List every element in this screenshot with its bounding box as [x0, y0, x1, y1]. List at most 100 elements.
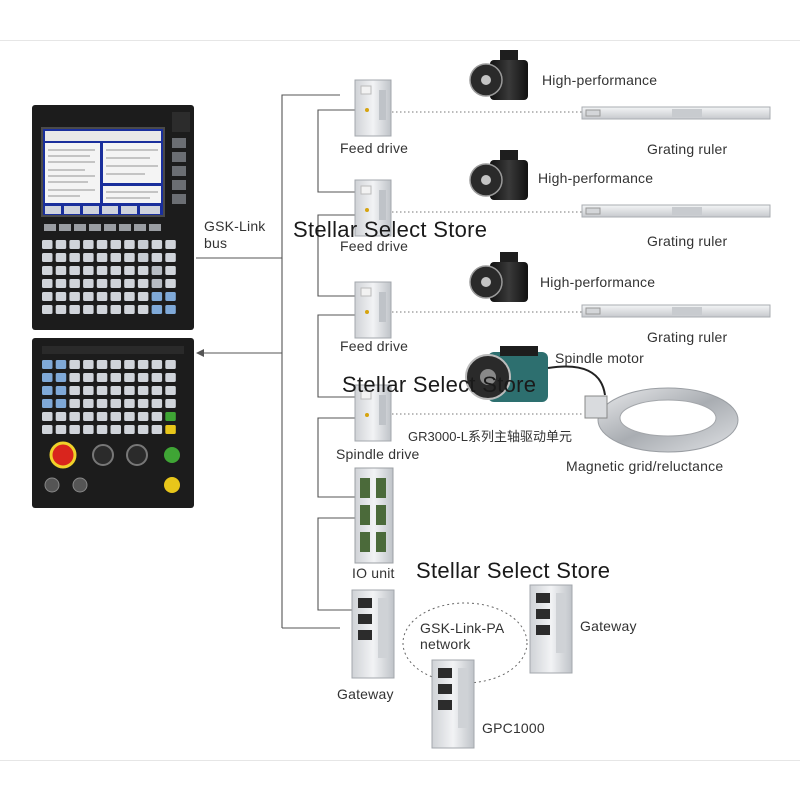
keypad-key[interactable] — [83, 386, 94, 395]
keypad-key[interactable] — [55, 253, 67, 262]
keypad-key[interactable] — [110, 412, 122, 421]
keypad-key[interactable] — [42, 266, 53, 275]
keypad-key[interactable] — [124, 360, 135, 369]
keypad-key[interactable] — [96, 279, 108, 288]
keypad-key[interactable] — [124, 399, 135, 408]
keypad-key[interactable] — [137, 253, 149, 262]
keypad-key[interactable] — [69, 279, 80, 288]
keypad-key[interactable] — [165, 360, 176, 369]
keypad-key[interactable] — [151, 412, 163, 421]
keypad-key[interactable] — [124, 292, 135, 301]
keypad-key[interactable] — [83, 360, 94, 369]
keypad-key[interactable] — [124, 240, 135, 249]
keypad-key[interactable] — [42, 253, 53, 262]
keypad-key[interactable] — [83, 412, 94, 421]
emergency-stop-button[interactable] — [49, 441, 77, 469]
keypad-key[interactable] — [69, 412, 80, 421]
keypad-key[interactable] — [96, 373, 108, 382]
keypad-key[interactable] — [96, 292, 108, 301]
keypad-key[interactable] — [96, 425, 108, 434]
keypad-key[interactable] — [55, 425, 67, 434]
keypad-key[interactable] — [165, 305, 176, 314]
keypad-key[interactable] — [69, 360, 80, 369]
keypad-key[interactable] — [96, 240, 108, 249]
keypad-key[interactable] — [165, 386, 176, 395]
keypad-key[interactable] — [42, 360, 53, 369]
keypad-key[interactable] — [151, 292, 163, 301]
keypad-key[interactable] — [124, 253, 135, 262]
keypad-key[interactable] — [96, 412, 108, 421]
upper-keypad[interactable] — [42, 240, 176, 314]
keypad-key[interactable] — [96, 253, 108, 262]
keypad-key[interactable] — [137, 399, 149, 408]
keypad-key[interactable] — [69, 386, 80, 395]
keypad-key[interactable] — [83, 292, 94, 301]
keypad-key[interactable] — [151, 253, 163, 262]
keypad-key[interactable] — [165, 279, 176, 288]
keypad-key[interactable] — [55, 373, 67, 382]
keypad-key[interactable] — [96, 305, 108, 314]
keypad-key[interactable] — [137, 279, 149, 288]
keypad-key[interactable] — [165, 412, 176, 421]
keypad-key[interactable] — [110, 279, 122, 288]
key-switch[interactable] — [44, 477, 60, 493]
keypad-key[interactable] — [137, 386, 149, 395]
keypad-key[interactable] — [124, 373, 135, 382]
keypad-key[interactable] — [96, 399, 108, 408]
cycle-start-button[interactable] — [164, 447, 180, 463]
keypad-key[interactable] — [110, 399, 122, 408]
keypad-key[interactable] — [42, 386, 53, 395]
keypad-key[interactable] — [83, 305, 94, 314]
keypad-key[interactable] — [55, 360, 67, 369]
keypad-key[interactable] — [151, 399, 163, 408]
keypad-key[interactable] — [110, 386, 122, 395]
keypad-key[interactable] — [96, 266, 108, 275]
keypad-key[interactable] — [83, 399, 94, 408]
lower-keypad[interactable] — [42, 360, 176, 434]
keypad-key[interactable] — [42, 373, 53, 382]
keypad-key[interactable] — [83, 266, 94, 275]
keypad-key[interactable] — [137, 305, 149, 314]
keypad-key[interactable] — [42, 412, 53, 421]
keypad-key[interactable] — [110, 292, 122, 301]
keypad-key[interactable] — [69, 399, 80, 408]
keypad-key[interactable] — [55, 292, 67, 301]
keypad-key[interactable] — [137, 412, 149, 421]
keypad-key[interactable] — [137, 266, 149, 275]
keypad-key[interactable] — [151, 425, 163, 434]
keypad-key[interactable] — [151, 386, 163, 395]
keypad-key[interactable] — [151, 240, 163, 249]
feed-override-knob[interactable] — [92, 444, 114, 466]
keypad-key[interactable] — [69, 253, 80, 262]
keypad-key[interactable] — [151, 279, 163, 288]
keypad-key[interactable] — [137, 292, 149, 301]
keypad-key[interactable] — [151, 373, 163, 382]
keypad-key[interactable] — [151, 305, 163, 314]
keypad-key[interactable] — [96, 360, 108, 369]
keypad-key[interactable] — [83, 425, 94, 434]
keypad-key[interactable] — [69, 373, 80, 382]
keypad-key[interactable] — [55, 399, 67, 408]
keypad-key[interactable] — [42, 425, 53, 434]
keypad-key[interactable] — [124, 386, 135, 395]
keypad-key[interactable] — [165, 240, 176, 249]
keypad-key[interactable] — [110, 305, 122, 314]
keypad-key[interactable] — [110, 373, 122, 382]
keypad-key[interactable] — [69, 292, 80, 301]
keypad-key[interactable] — [55, 279, 67, 288]
keypad-key[interactable] — [42, 279, 53, 288]
keypad-key[interactable] — [96, 386, 108, 395]
keypad-key[interactable] — [110, 240, 122, 249]
keypad-key[interactable] — [55, 412, 67, 421]
keypad-key[interactable] — [110, 266, 122, 275]
keypad-key[interactable] — [83, 253, 94, 262]
keypad-key[interactable] — [69, 425, 80, 434]
keypad-key[interactable] — [55, 305, 67, 314]
hand-wheel-port[interactable] — [72, 477, 88, 493]
keypad-key[interactable] — [151, 266, 163, 275]
keypad-key[interactable] — [110, 253, 122, 262]
keypad-key[interactable] — [165, 425, 176, 434]
keypad-key[interactable] — [110, 425, 122, 434]
keypad-key[interactable] — [151, 360, 163, 369]
keypad-key[interactable] — [124, 279, 135, 288]
